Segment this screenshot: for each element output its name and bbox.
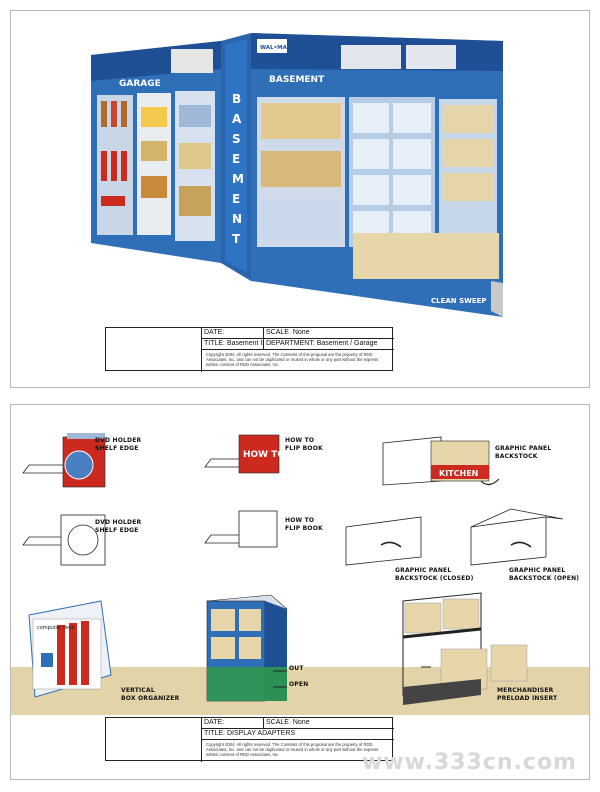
label-how-to-1: HOW TO FLIP BOOK [285, 437, 323, 452]
merchandiser-preload-insert [402, 592, 528, 705]
basement-header: BASEMENT [269, 75, 325, 85]
basement-letter: S [232, 132, 241, 146]
label-out: OUT [289, 665, 304, 672]
garage-header: GARAGE [119, 79, 161, 89]
graphic-panel-closed [345, 516, 422, 566]
vertical-box-organizer: computer desk [28, 600, 112, 698]
label-vertical-box-organizer: VERTICAL BOX ORGANIZER [121, 687, 180, 702]
label-merchandiser: MERCHANDISER PRELOAD INSERT [497, 687, 558, 702]
title-field: TITLE: Basement In Line [202, 339, 264, 350]
label-graphic-panel-closed: GRAPHIC PANEL BACKSTOCK (CLOSED) [395, 567, 474, 582]
date-field: DATE: [202, 328, 264, 339]
basement-letter: B [232, 92, 241, 106]
date-field: DATE: [202, 718, 264, 729]
title-block: DATE: SCALE None TITLE: DISPLAY ADAPTERS… [105, 717, 394, 762]
dvd-holder-colored [22, 433, 106, 488]
title-field: TITLE: DISPLAY ADAPTERS [202, 729, 394, 740]
basement-vertical-text: BASEMENT [232, 92, 244, 246]
copyright-text: Copyright 2004. All rights reserved. The… [206, 352, 379, 367]
title-block: DATE: SCALE None TITLE: Basement In Line… [105, 327, 394, 372]
svg-text:computer desk: computer desk [37, 625, 75, 631]
label-dvd-holder-2: DVD HOLDER SHELF EDGE [95, 519, 142, 534]
basement-letter: A [232, 112, 242, 126]
department-field: DEPARTMENT: Basement / Garage [264, 339, 394, 350]
how-to-flip-book-colored: HOW TO [204, 434, 285, 474]
rendering-sheet-adapters: HOW TO KITCHEN [10, 404, 590, 780]
scale-field: SCALE None [264, 718, 394, 729]
svg-text:HOW TO: HOW TO [243, 450, 285, 460]
basement-display-rendering: GARAGE BASEMENT WAL•MART BASEMENT [91, 33, 503, 317]
walmart-logo: WAL•MART [260, 45, 295, 51]
watermark: www.333cn.com [362, 750, 577, 775]
graphic-panel-backstock: KITCHEN [382, 436, 500, 486]
label-dvd-holder-1: DVD HOLDER SHELF EDGE [95, 437, 142, 452]
scale-field: SCALE None [264, 328, 394, 339]
display-adapters-rendering: HOW TO KITCHEN [11, 433, 589, 715]
label-graphic-panel: GRAPHIC PANEL BACKSTOCK [495, 445, 552, 460]
clean-sweep-sign: CLEAN SWEEP [431, 297, 487, 305]
basement-letter: E [232, 152, 240, 166]
basement-letter: M [232, 172, 244, 186]
svg-text:KITCHEN: KITCHEN [439, 469, 478, 478]
dvd-holder-outline [22, 514, 106, 566]
label-graphic-panel-open: GRAPHIC PANEL BACKSTOCK (OPEN) [509, 567, 580, 582]
display-tower [206, 594, 288, 702]
label-how-to-2: HOW TO FLIP BOOK [285, 517, 323, 532]
basement-letter: N [232, 212, 242, 226]
basement-letter: E [232, 192, 240, 206]
basement-letter: T [232, 232, 241, 246]
garage-merchandise [97, 91, 215, 241]
basement-merchandise [257, 97, 499, 279]
label-open: OPEN [289, 681, 309, 688]
how-to-flip-book-outline [204, 510, 278, 548]
copyright-text: Copyright 2004. All rights reserved. The… [206, 742, 379, 757]
graphic-panel-open [470, 508, 564, 566]
